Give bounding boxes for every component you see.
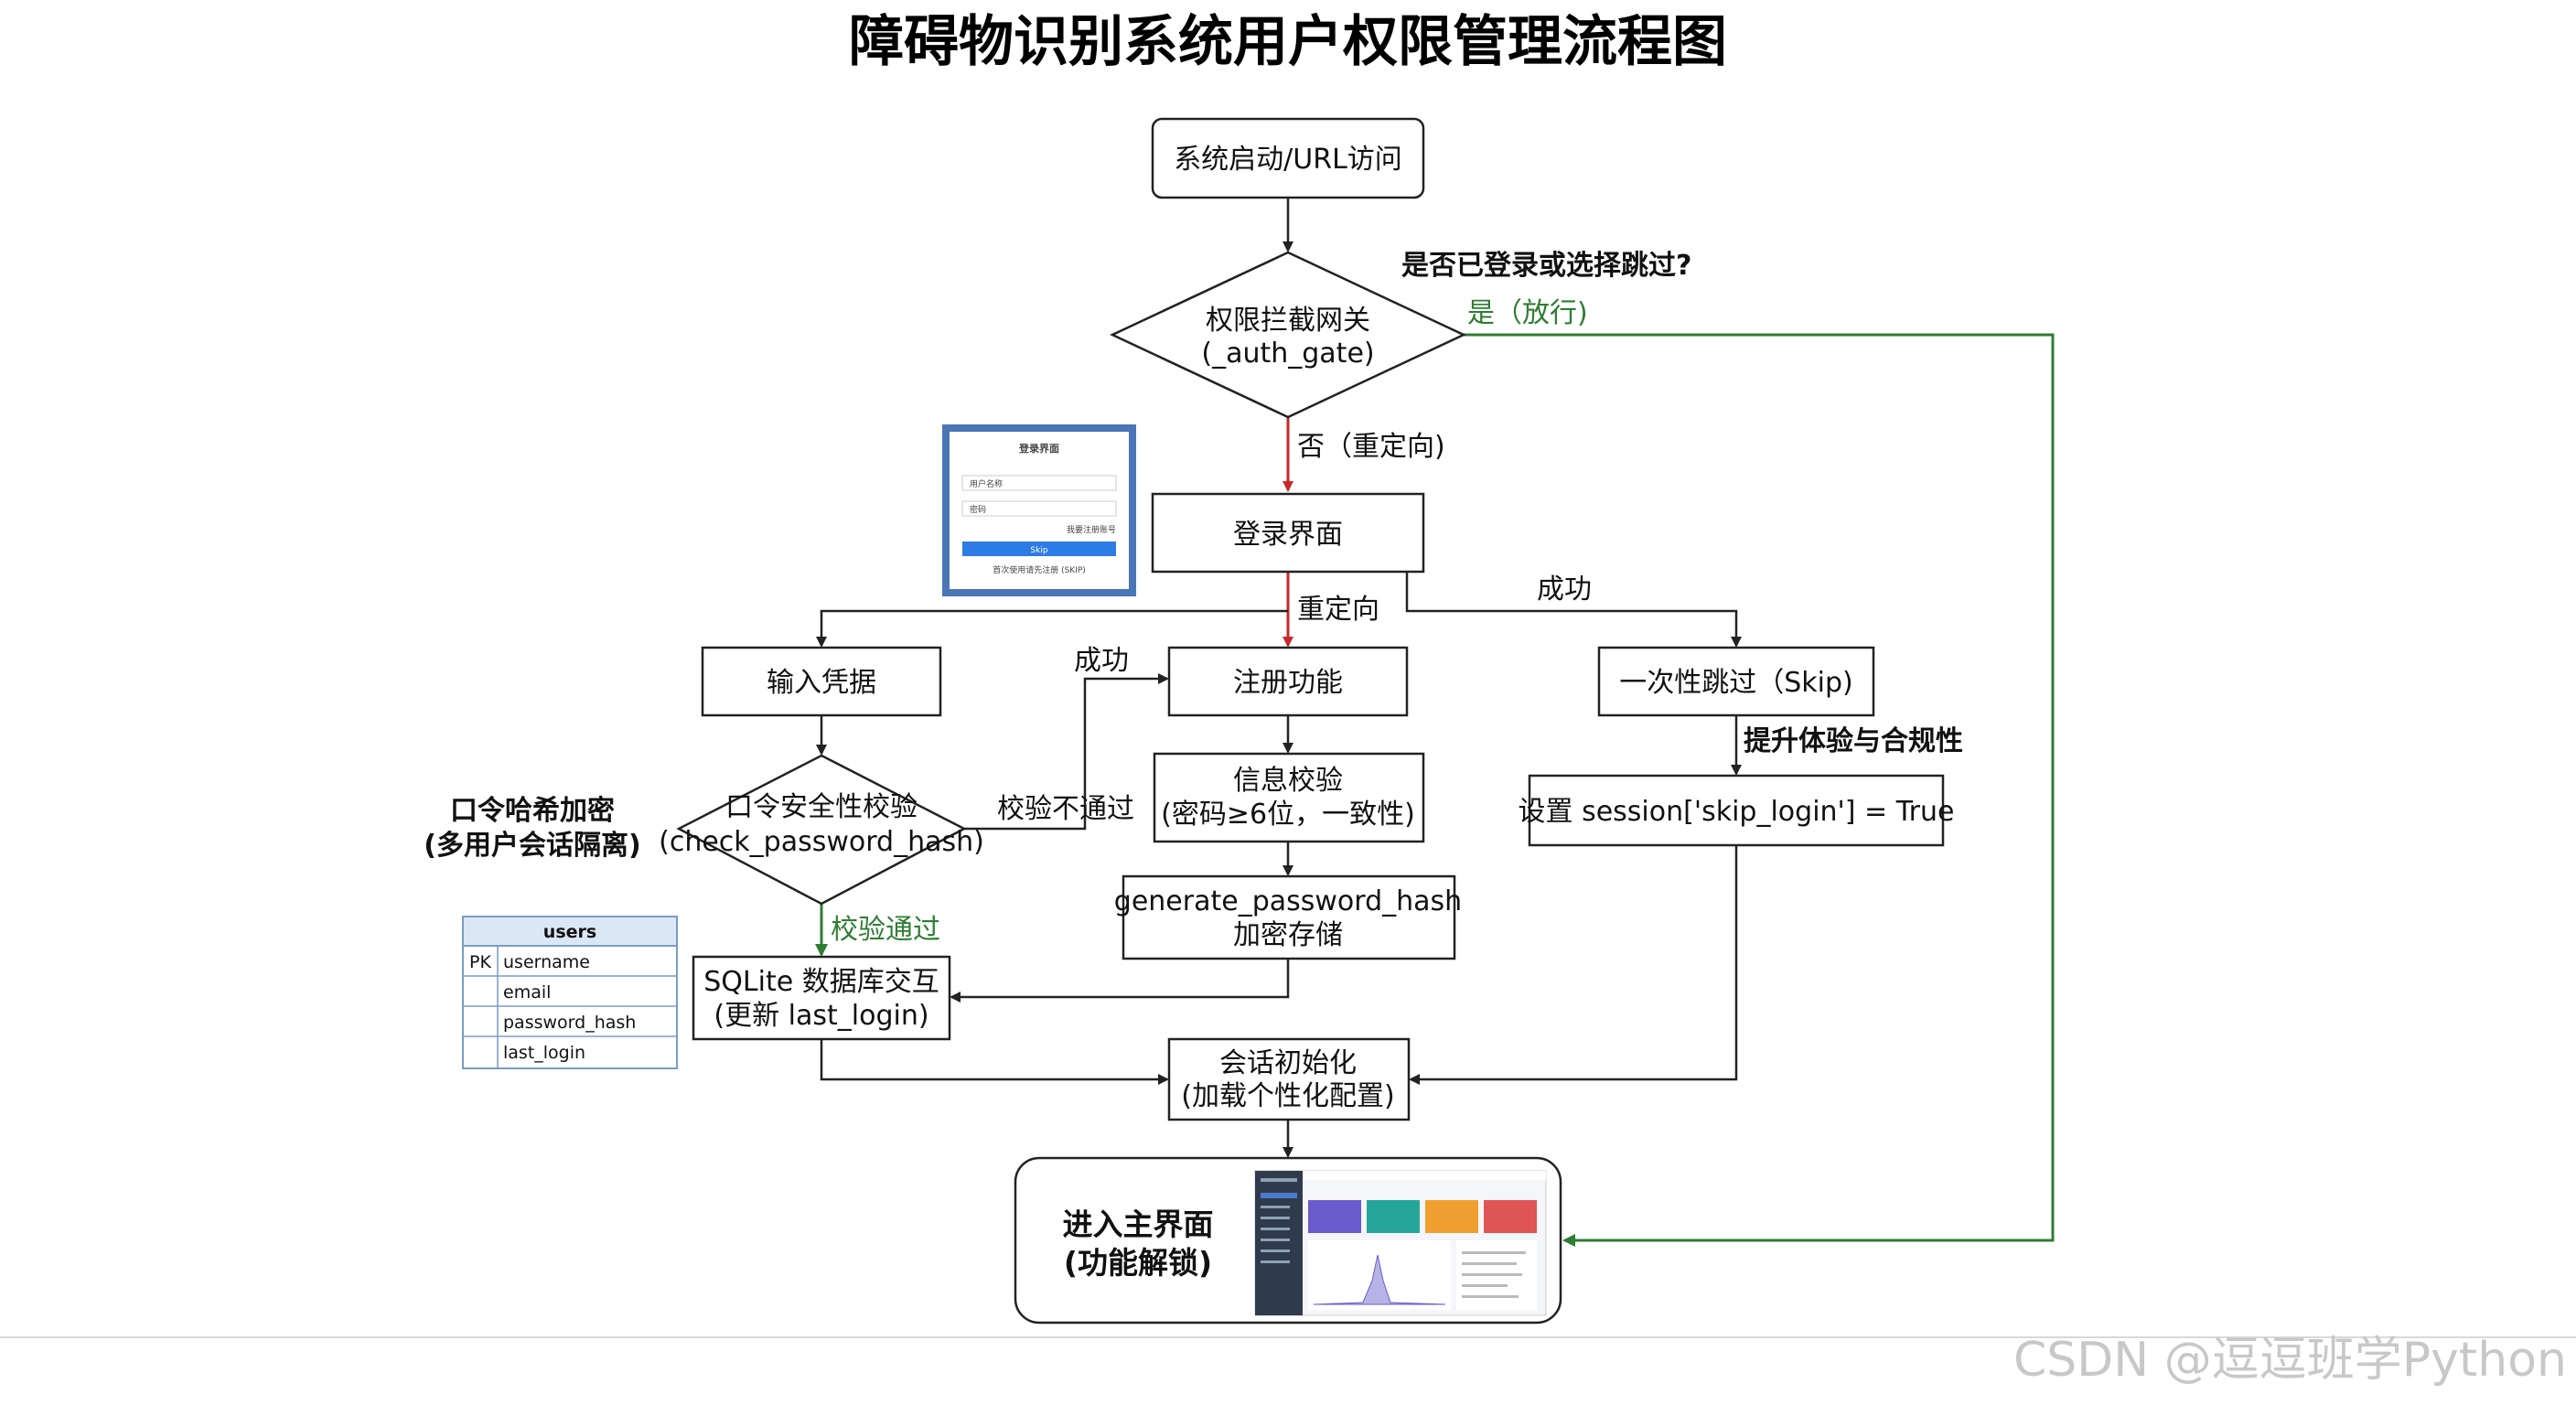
node-main-interface: 进入主界面 (功能解锁) [1014, 1156, 1562, 1325]
node-input-credentials: 输入凭据 [701, 646, 942, 717]
login-thumb-password: 密码 [970, 504, 986, 515]
node-main-line1: 进入主界面 [1063, 1207, 1214, 1242]
node-main-line2: (功能解锁) [1064, 1245, 1212, 1281]
users-row-4-field: last_login [503, 1043, 585, 1063]
login-thumb-link: 我要注册账号 [1067, 524, 1116, 535]
node-hash-line2: 加密存储 [1233, 919, 1343, 951]
label-pass: 校验通过 [831, 914, 940, 946]
login-thumb-username: 用户名称 [970, 478, 1003, 489]
edge-check-to-register [964, 673, 1169, 831]
node-login: 登录界面 [1151, 492, 1425, 574]
edge-login-to-skip [1405, 572, 1742, 648]
node-info-check: 信息校验 (密码≥6位，一致性) [1153, 752, 1425, 843]
edge-login-to-input [816, 609, 1288, 648]
users-row-1-field: username [503, 952, 590, 972]
node-register-label: 注册功能 [1233, 667, 1343, 699]
edge-sqlite-to-session [820, 1039, 1169, 1085]
users-table-name: users [543, 922, 596, 942]
diagram-title: 障碍物识别系统用户权限管理流程图 [849, 10, 1727, 74]
node-sqlite-line1: SQLite 数据库交互 [703, 966, 939, 998]
users-row-1-key: PK [469, 952, 491, 972]
label-redirect: 重定向 [1297, 594, 1379, 626]
node-check-line1: 口令安全性校验 [725, 791, 918, 823]
node-info-line2: (密码≥6位，一致性) [1161, 799, 1415, 831]
users-row-3-field: password_hash [503, 1013, 636, 1033]
label-skip-note: 提升体验与合规性 [1744, 725, 1963, 757]
edge-hash-to-sqlite [950, 959, 1290, 1003]
node-session-init: 会话初始化 (加载个性化配置) [1167, 1037, 1411, 1121]
node-login-label: 登录界面 [1233, 519, 1343, 551]
node-auth-gate-line2: (_auth_gate) [1201, 338, 1374, 370]
node-start: 系统启动/URL访问 [1151, 117, 1425, 199]
label-no: 否（重定向) [1297, 431, 1445, 463]
login-thumbnail: 登录界面 用户名称 密码 我要注册账号 Skip 首次使用请先注册 (SKIP) [942, 424, 1136, 596]
node-sqlite: SQLite 数据库交互 (更新 last_login) [692, 955, 951, 1041]
node-input-label: 输入凭据 [767, 667, 876, 699]
label-yes: 是（放行) [1467, 297, 1588, 329]
label-question: 是否已登录或选择跳过? [1401, 250, 1691, 282]
watermark: CSDN @逗逗班学Python [2013, 1333, 2567, 1388]
users-row-2-field: email [503, 982, 551, 1003]
node-check-line2: (check_password_hash) [659, 826, 984, 858]
node-start-label: 系统启动/URL访问 [1174, 144, 1402, 176]
node-info-line1: 信息校验 [1233, 765, 1343, 797]
node-set-session: 设置 session['skip_login'] = True [1519, 774, 1955, 847]
node-session-line2: (加载个性化配置) [1181, 1080, 1394, 1112]
node-session-line1: 会话初始化 [1219, 1047, 1357, 1079]
node-auth-gate: 权限拦截网关 (_auth_gate) [1110, 251, 1466, 419]
node-password-check: 口令安全性校验 (check_password_hash) [659, 754, 984, 906]
node-skip-label: 一次性跳过（Skip) [1619, 667, 1853, 699]
users-table: users PK username email password_hash la… [462, 916, 678, 1069]
node-auth-gate-line1: 权限拦截网关 [1206, 305, 1370, 337]
node-hash-line1: generate_password_hash [1114, 885, 1462, 917]
label-hash-note-line1: 口令哈希加密 [450, 795, 615, 827]
node-sqlite-line2: (更新 last_login) [714, 1000, 928, 1032]
edge-gate-to-main [1464, 333, 2055, 1247]
node-skip: 一次性跳过（Skip) [1597, 646, 1875, 717]
dashboard-thumbnail [1254, 1170, 1547, 1316]
label-success-top: 成功 [1537, 574, 1592, 606]
label-success-left: 成功 [1074, 645, 1129, 677]
node-generate-hash: generate_password_hash 加密存储 [1114, 874, 1462, 960]
login-thumb-title: 登录界面 [1018, 442, 1059, 455]
node-register: 注册功能 [1167, 646, 1409, 717]
login-thumb-button: Skip [1030, 546, 1047, 555]
login-thumb-footer: 首次使用请先注册 (SKIP) [993, 564, 1086, 575]
node-set-session-label: 设置 session['skip_login'] = True [1519, 796, 1955, 828]
label-fail: 校验不通过 [997, 793, 1134, 825]
edge-set-to-session [1409, 845, 1738, 1085]
label-hash-note-line2: (多用户会话隔离) [424, 830, 640, 862]
